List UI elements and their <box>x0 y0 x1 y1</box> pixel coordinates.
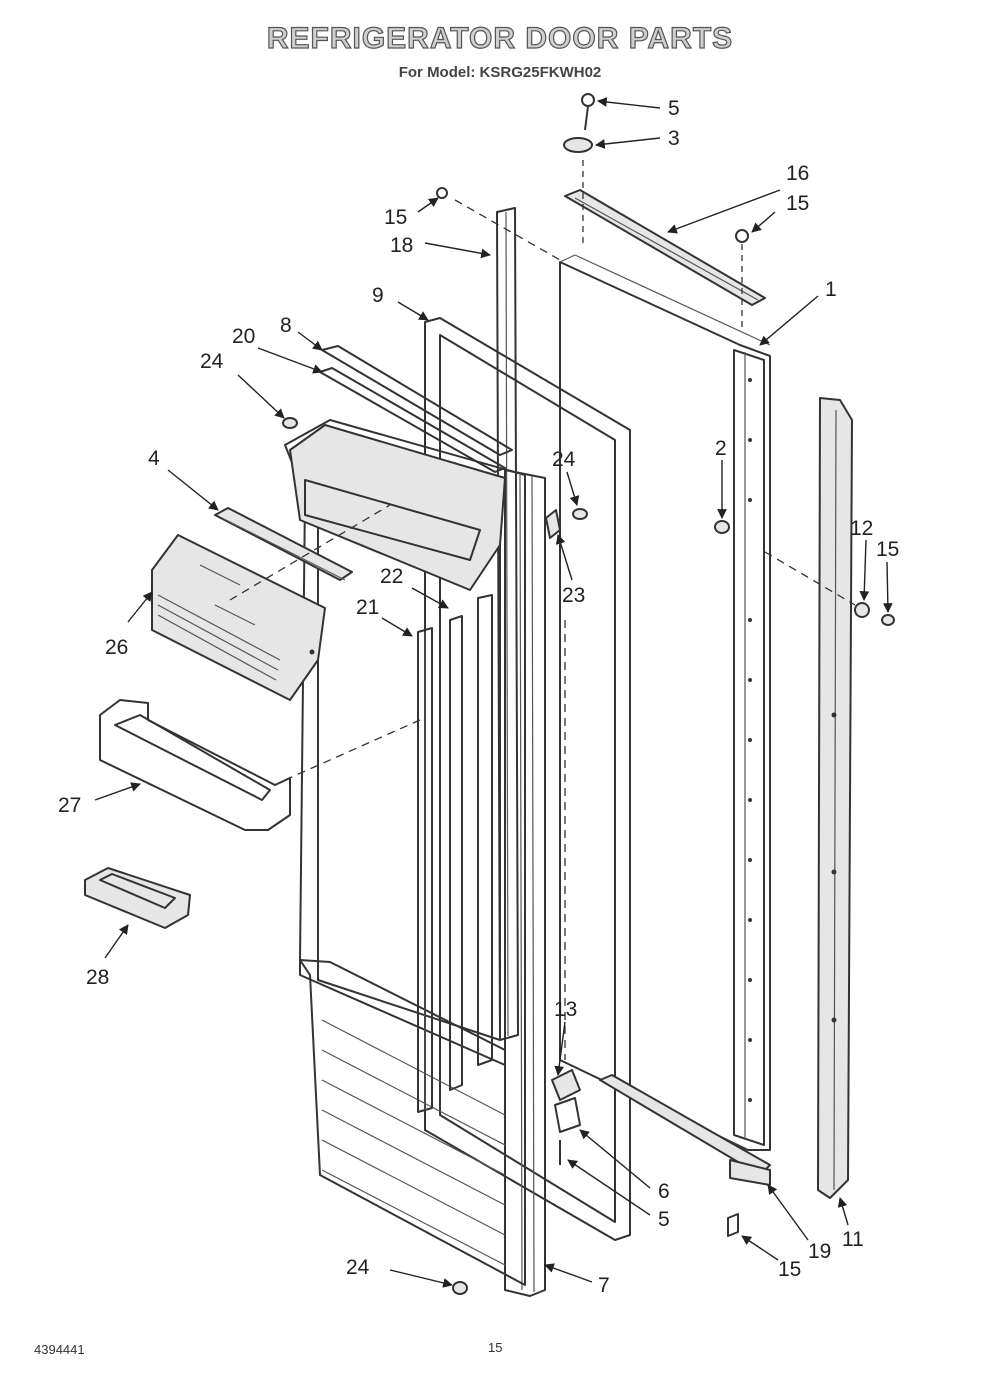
screw-24-middle <box>572 508 588 520</box>
part-1-outer-door <box>559 254 771 1151</box>
callout-13: 13 <box>554 998 577 1021</box>
part-8-top-trim <box>321 345 513 456</box>
callout-4: 4 <box>148 447 160 470</box>
part-9-liner-frame <box>424 317 631 1241</box>
callout-9: 9 <box>372 284 384 307</box>
page-number: 15 <box>488 1340 503 1355</box>
alignment-lines <box>229 199 561 781</box>
callout-24-bottom: 24 <box>346 1256 370 1279</box>
callout-6: 6 <box>658 1180 670 1203</box>
callout-12: 12 <box>850 517 873 540</box>
callout-24-upper-left: 24 <box>200 350 224 373</box>
callout-23: 23 <box>562 584 585 607</box>
callout-5-bottom: 5 <box>658 1208 670 1231</box>
part-20-top-trim <box>319 367 506 473</box>
callout-26: 26 <box>105 636 128 659</box>
screw-24-bottom <box>452 1281 468 1295</box>
top-hinge-assembly <box>563 93 595 245</box>
callout-11: 11 <box>842 1228 864 1251</box>
callout-28: 28 <box>86 966 109 989</box>
callout-2: 2 <box>715 437 727 460</box>
callout-15-left-top: 15 <box>384 206 407 229</box>
callout-21: 21 <box>356 596 379 619</box>
callout-27: 27 <box>58 794 81 817</box>
page-title: REFRIGERATOR DOOR PARTS <box>266 21 734 55</box>
stop-part-2 <box>714 520 730 534</box>
screw-15-top-right <box>735 229 749 330</box>
callout-15-bottom: 15 <box>778 1258 801 1281</box>
callout-22: 22 <box>380 565 403 588</box>
callout-24-middle: 24 <box>552 448 576 471</box>
part-21-vertical-rail <box>417 627 433 1113</box>
callout-8: 8 <box>280 314 292 337</box>
callout-1: 1 <box>825 278 837 301</box>
bottom-hinge-assembly <box>551 620 581 1165</box>
part-22-shelf-rail <box>449 594 493 1091</box>
part-28-tray <box>84 867 191 929</box>
inner-door-liner <box>284 419 526 1286</box>
part-4-shelf-lip <box>214 507 353 581</box>
callout-15-right-top: 15 <box>786 192 809 215</box>
part-27-door-bin <box>99 699 291 831</box>
door-edge-holes <box>748 378 752 1102</box>
screw-15-bottom <box>727 1213 739 1237</box>
callout-labels: 5 3 16 15 15 18 1 9 8 20 24 24 2 4 12 15… <box>58 97 899 1297</box>
callout-5-top: 5 <box>668 97 680 120</box>
callout-3: 3 <box>668 127 680 150</box>
leader-lines <box>94 97 893 1288</box>
document-number: 4394441 <box>34 1342 85 1357</box>
part-26-dairy-door <box>151 534 326 701</box>
part-7-door-gasket <box>504 469 546 1297</box>
washer-12-screw-15 <box>764 551 895 626</box>
callout-19: 19 <box>808 1240 831 1263</box>
screw-24-upper-left <box>282 417 298 429</box>
bracket-23 <box>545 509 561 539</box>
callout-7: 7 <box>598 1274 610 1297</box>
model-subtitle: For Model: KSRG25FKWH02 <box>398 64 602 81</box>
callout-16: 16 <box>786 162 809 185</box>
part-16-top-channel <box>564 189 766 306</box>
part-11-trim-strip <box>817 397 853 1199</box>
liner-slats <box>321 1019 506 1266</box>
callout-20: 20 <box>232 325 255 348</box>
callout-15-right: 15 <box>876 538 899 561</box>
callout-18: 18 <box>390 234 413 257</box>
screw-15-top-left <box>436 187 448 199</box>
